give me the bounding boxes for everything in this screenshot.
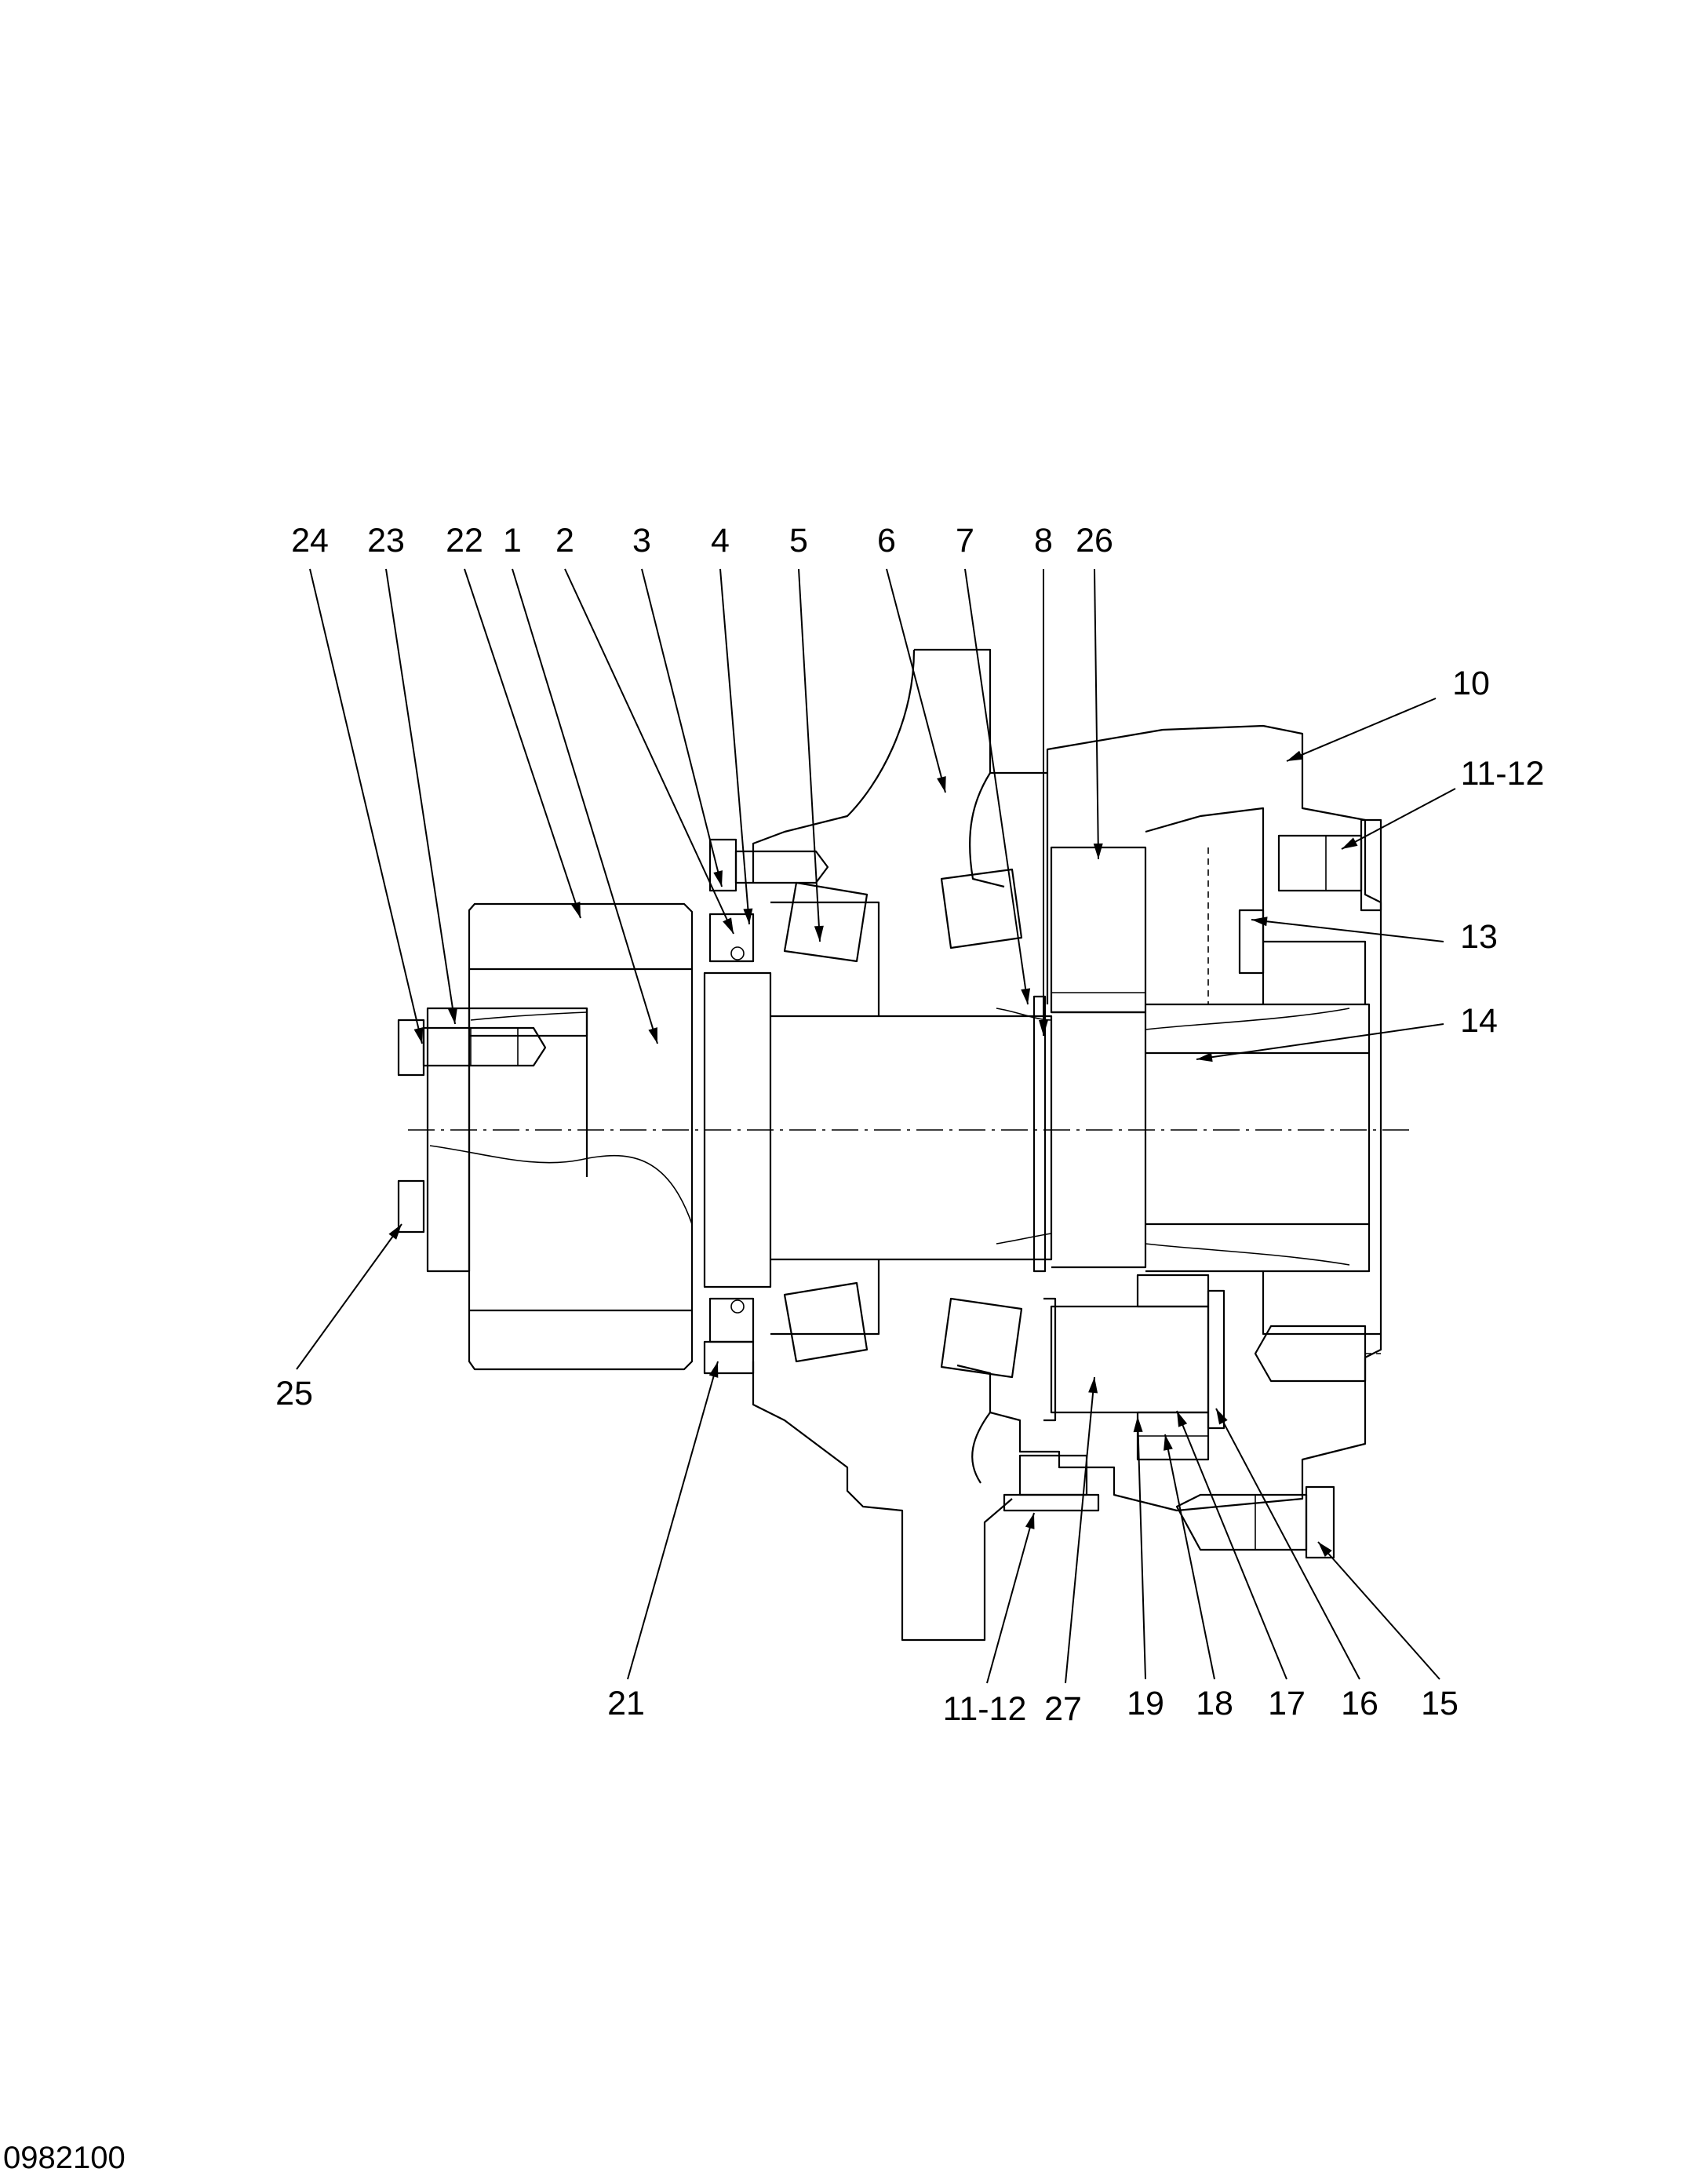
leader-arrowhead xyxy=(713,870,723,887)
plug-11-12-top xyxy=(1277,818,1382,912)
bearing-7-lower xyxy=(940,1297,1023,1379)
callout-27: 27 xyxy=(1044,1690,1082,1728)
plug-11-12-bottom xyxy=(1003,1454,1100,1512)
bearing-7-upper xyxy=(940,868,1023,949)
leader-arrowhead xyxy=(937,776,946,793)
callout-11-12-bottom: 11-12 xyxy=(943,1690,1027,1728)
callout-26: 26 xyxy=(1076,522,1113,559)
callout-5: 5 xyxy=(789,522,808,559)
leader-line xyxy=(641,568,723,887)
bolt-15 xyxy=(1175,1485,1335,1559)
leader-arrowhead xyxy=(1216,1409,1228,1425)
document-id: 0982100 xyxy=(3,2141,126,2175)
callout-7: 7 xyxy=(956,522,974,559)
leader-line xyxy=(719,568,750,925)
leader-line xyxy=(886,568,946,793)
seal-21 xyxy=(703,1297,755,1375)
callout-4: 4 xyxy=(711,522,730,559)
leader-line xyxy=(309,568,423,1044)
cover-bolt-upper xyxy=(397,1019,547,1077)
spacer-17 xyxy=(1136,1274,1210,1308)
callout-25: 25 xyxy=(275,1375,313,1412)
leader-line xyxy=(627,1361,719,1680)
leader-arrowhead xyxy=(1021,988,1031,1004)
leader-arrowhead xyxy=(413,1027,424,1044)
callout-13: 13 xyxy=(1460,918,1498,956)
leader-arrowhead xyxy=(723,917,734,934)
leader-line xyxy=(986,1512,1035,1684)
callout-labels: 24 23 22 1 2 3 4 5 6 7 8 26 10 11-12 13 … xyxy=(275,522,1544,1728)
callout-1: 1 xyxy=(503,522,522,559)
leader-line xyxy=(1196,1023,1444,1060)
cover-bolt-lower xyxy=(397,1179,425,1234)
snap-ring-8 xyxy=(1032,995,1047,1273)
callout-23: 23 xyxy=(367,522,405,559)
callout-17: 17 xyxy=(1268,1685,1306,1722)
leader-line xyxy=(296,1223,402,1370)
callout-11-12-top: 11-12 xyxy=(1461,755,1545,793)
leader-arrowhead xyxy=(1342,837,1358,849)
leader-line xyxy=(385,568,456,1025)
leader-line xyxy=(1251,919,1444,942)
callout-18: 18 xyxy=(1196,1685,1233,1722)
end-cover xyxy=(1145,807,1381,1336)
leader-arrowhead xyxy=(448,1008,457,1024)
leader-arrowhead xyxy=(1093,843,1103,859)
gear-26 xyxy=(1050,846,1147,1014)
callout-leaders xyxy=(296,568,1456,1684)
leader-line xyxy=(1164,1434,1215,1680)
leader-arrowhead xyxy=(1088,1377,1098,1394)
leader-arrowhead xyxy=(648,1027,657,1044)
leader-arrowhead xyxy=(1164,1434,1173,1451)
leader-arrowhead xyxy=(814,925,824,942)
leader-arrowhead xyxy=(388,1224,402,1240)
leader-line xyxy=(564,568,734,935)
leader-arrowhead xyxy=(1025,1513,1035,1529)
callout-19: 19 xyxy=(1127,1685,1164,1722)
callout-15: 15 xyxy=(1421,1685,1459,1722)
plug-right-side xyxy=(1254,1325,1381,1383)
callout-24: 24 xyxy=(291,522,329,559)
leader-arrowhead xyxy=(1318,1542,1332,1557)
leader-arrowhead xyxy=(1251,917,1268,927)
leader-arrowhead xyxy=(708,1361,719,1378)
needle-bearing-18 xyxy=(1136,1411,1210,1461)
leader-line xyxy=(1286,698,1437,762)
leader-arrowhead xyxy=(1177,1411,1188,1427)
callout-3: 3 xyxy=(632,522,651,559)
callout-14: 14 xyxy=(1460,1002,1498,1040)
seal-2 xyxy=(708,913,755,963)
leader-line xyxy=(798,568,821,942)
leader-line xyxy=(1215,1408,1360,1680)
callout-2: 2 xyxy=(555,522,574,559)
leader-line xyxy=(1176,1410,1287,1680)
motor-end-cover xyxy=(426,902,694,1371)
leader-arrowhead xyxy=(1133,1416,1143,1433)
leader-line xyxy=(1137,1416,1146,1680)
callout-8: 8 xyxy=(1034,522,1053,559)
callout-16: 16 xyxy=(1341,1685,1378,1722)
leader-arrowhead xyxy=(1287,750,1303,761)
leader-line xyxy=(1341,788,1456,850)
leader-line xyxy=(1094,568,1099,860)
bearing-5-lower xyxy=(770,1259,880,1363)
leader-arrowhead xyxy=(743,908,753,924)
callout-21: 21 xyxy=(607,1685,645,1722)
leader-arrowhead xyxy=(570,902,581,918)
leader-line xyxy=(512,568,658,1044)
leader-arrowhead xyxy=(1196,1052,1213,1062)
housing xyxy=(752,648,1382,1642)
callout-10: 10 xyxy=(1452,665,1490,702)
leader-line xyxy=(1065,1376,1095,1684)
leader-line xyxy=(1317,1541,1440,1680)
callout-6: 6 xyxy=(877,522,896,559)
bolt-4 xyxy=(708,838,829,892)
leader-line xyxy=(964,568,1029,1005)
leader-line xyxy=(464,568,581,919)
bearing-5-upper xyxy=(770,881,880,1016)
leader-arrowhead xyxy=(1039,1020,1048,1036)
pin-27 xyxy=(1043,1289,1225,1430)
callout-22: 22 xyxy=(446,522,483,559)
